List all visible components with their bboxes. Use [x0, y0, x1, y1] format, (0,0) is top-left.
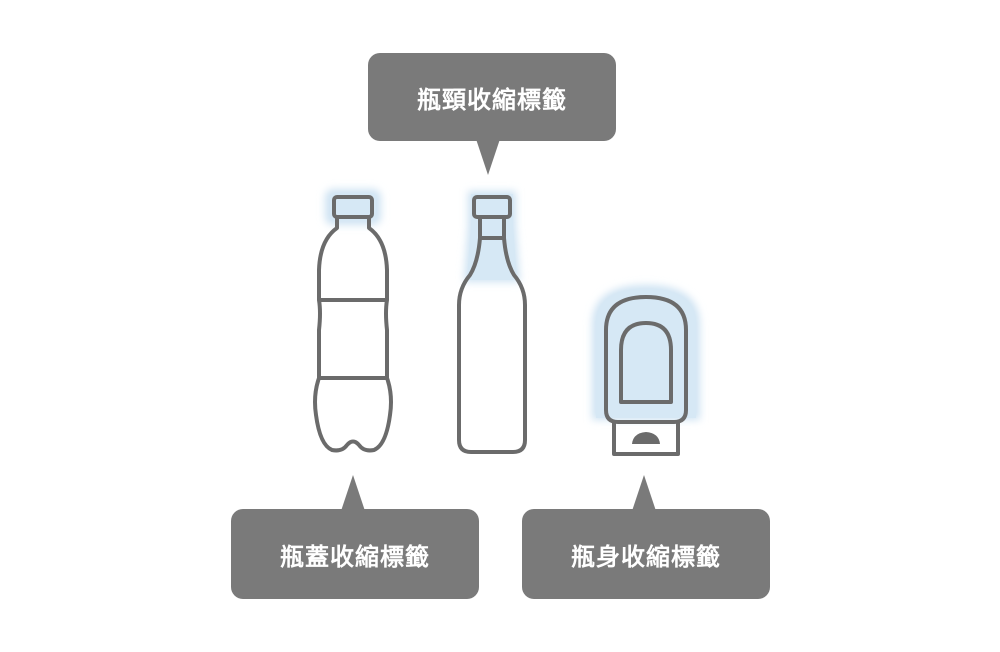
cap-highlight	[330, 193, 376, 221]
squeeze-bottle-cap	[612, 422, 680, 456]
glass-bottle-cap	[472, 195, 512, 219]
neck-bubble-pointer	[476, 139, 500, 175]
squeeze-bottle-spout	[632, 432, 660, 444]
neck-label-bubble: 瓶頸收縮標籤	[368, 53, 616, 175]
squeeze-bottle-body	[604, 295, 688, 424]
soda-bottle	[313, 189, 393, 453]
soda-cap	[332, 195, 374, 219]
body-label: 瓶身收縮標籤	[571, 542, 721, 571]
neck-label: 瓶頸收縮標籤	[417, 85, 567, 114]
cap-label-bubble: 瓶蓋收縮標籤	[231, 475, 479, 599]
body-label-bubble: 瓶身收縮標籤	[522, 475, 770, 599]
body-bubble-pointer	[632, 475, 656, 511]
cap-bubble-pointer	[341, 475, 365, 511]
cap-label: 瓶蓋收縮標籤	[280, 542, 430, 571]
squeeze-bottle-label	[619, 321, 673, 404]
squeeze-bottle	[592, 285, 700, 456]
glass-bottle-outline	[457, 217, 527, 454]
glass-bottle	[457, 191, 527, 454]
soda-bottle-outline	[313, 217, 393, 453]
